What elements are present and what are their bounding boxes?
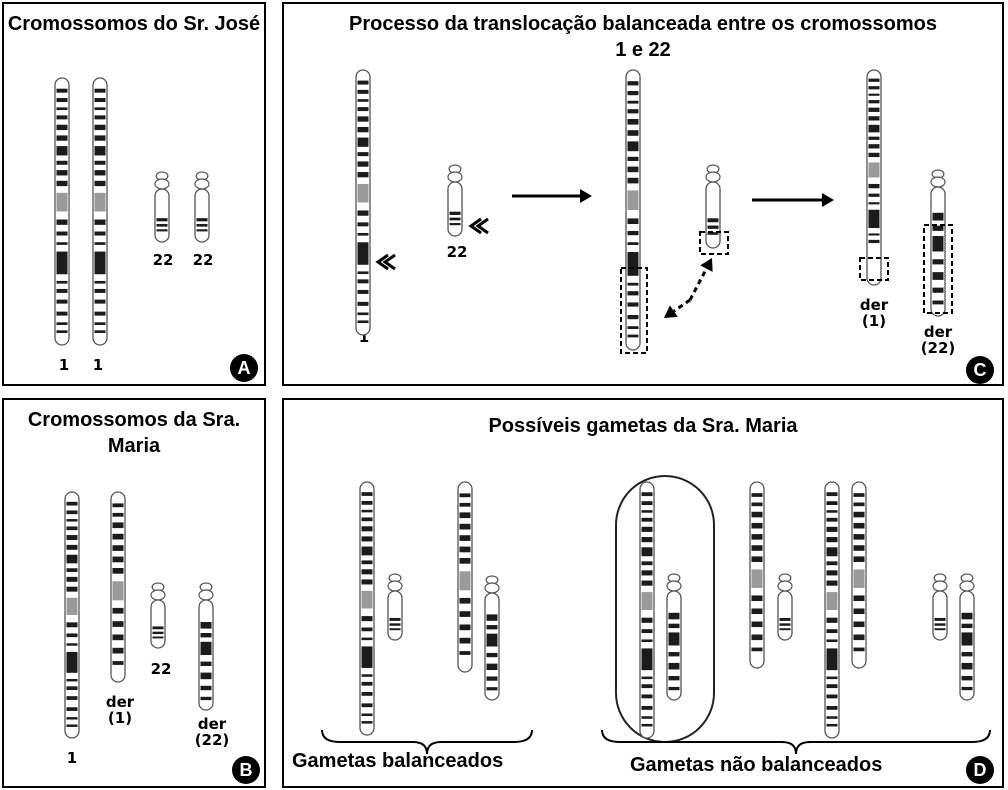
c-chromosome-1: [355, 69, 371, 336]
c-exchange-arrow-down: [664, 298, 691, 318]
d-gamete4-chr22: [777, 573, 793, 641]
d-gamete3-der22: [666, 573, 682, 701]
badge-a: A: [230, 354, 258, 382]
a-chromosome-22-left: [154, 171, 170, 243]
b-der1-label: der (1): [100, 694, 140, 726]
c-der22-num: (22): [920, 339, 956, 357]
unbalanced-gametes-label: Gametas não balanceados: [630, 754, 883, 776]
c-chr22-breakpoint-icon: [468, 217, 489, 235]
d-gamete1-chr22: [387, 573, 403, 641]
d-gamete5-der1: [851, 481, 867, 669]
panel-c-title: Processo da translocação balanceada entr…: [348, 13, 938, 61]
c-chromosome-22: [447, 164, 463, 237]
c-der1-chromosome: [866, 69, 882, 286]
c-der22-text: der: [923, 323, 953, 341]
c-chromosome-1-break: [625, 69, 641, 351]
b-der1-num: (1): [107, 709, 133, 727]
d-gamete3-chr1: [639, 481, 655, 739]
c-der22-chromosome: [930, 169, 946, 317]
c-exchange-arrow-up: [688, 258, 713, 301]
b-chr22-label: 22: [150, 660, 172, 678]
c-chr1-label: 1: [358, 328, 370, 346]
c-chr22-segment-box: [699, 231, 729, 255]
d-unbalanced-brace: [601, 729, 991, 755]
c-arrow-step1: [512, 189, 592, 203]
b-der22-num: (22): [194, 731, 230, 749]
b-der22-chromosome: [198, 582, 214, 711]
c-chr1-segment-box: [620, 267, 648, 354]
c-chr22-label: 22: [446, 243, 468, 261]
panel-b-title: Cromossomos da Sra. Maria: [27, 409, 241, 457]
panel-b: Cromossomos da Sra. Maria 1 der (1) 22 d…: [2, 398, 266, 788]
c-chromosome-22-break: [705, 164, 721, 249]
badge-b: B: [232, 756, 260, 784]
c-arrow-step2: [752, 193, 834, 207]
chr22-right-label: 22: [192, 251, 214, 269]
b-der22-text: der: [197, 715, 227, 733]
b-chromosome-1: [64, 491, 80, 739]
b-der1-text: der: [105, 693, 135, 711]
c-der22-label: der (22): [916, 324, 960, 356]
panel-a: Cromossomos do Sr. José 1 1 22 22 A: [2, 2, 266, 386]
d-gamete2-der1: [457, 481, 473, 673]
c-der1-num: (1): [861, 312, 887, 330]
balanced-gametes-label: Gametas balanceados: [292, 750, 504, 772]
d-gamete1-chr1: [359, 481, 375, 736]
panel-a-title: Cromossomos do Sr. José: [7, 13, 261, 35]
d-gamete2-der22: [484, 575, 500, 701]
b-der22-label: der (22): [190, 716, 234, 748]
c-der22-segment-box: [923, 224, 953, 314]
panel-d-title: Possíveis gametas da Sra. Maria: [488, 415, 798, 437]
badge-c: C: [966, 356, 994, 384]
c-der1-label: der (1): [854, 297, 894, 329]
d-gamete6-der22: [959, 573, 975, 701]
a-chromosome-1-left: [54, 77, 70, 346]
chr1-right-label: 1: [92, 356, 104, 374]
a-chromosome-22-right: [194, 171, 210, 243]
d-gamete4-der1: [749, 481, 765, 669]
b-chr1-label: 1: [66, 749, 78, 767]
d-gamete5-chr1: [824, 481, 840, 739]
d-highlight-oval: [615, 475, 715, 743]
badge-d: D: [966, 756, 994, 784]
b-chromosome-22: [150, 582, 166, 649]
d-balanced-brace: [321, 729, 533, 755]
chr22-left-label: 22: [152, 251, 174, 269]
d-gamete6-chr22: [932, 573, 948, 641]
b-der1-chromosome: [110, 491, 126, 683]
c-chr1-breakpoint-icon: [375, 253, 396, 271]
c-der1-segment-box: [859, 257, 889, 281]
chr1-left-label: 1: [58, 356, 70, 374]
c-der1-text: der: [859, 296, 889, 314]
a-chromosome-1-right: [92, 77, 108, 346]
panel-c: Processo da translocação balanceada entr…: [282, 2, 1004, 386]
